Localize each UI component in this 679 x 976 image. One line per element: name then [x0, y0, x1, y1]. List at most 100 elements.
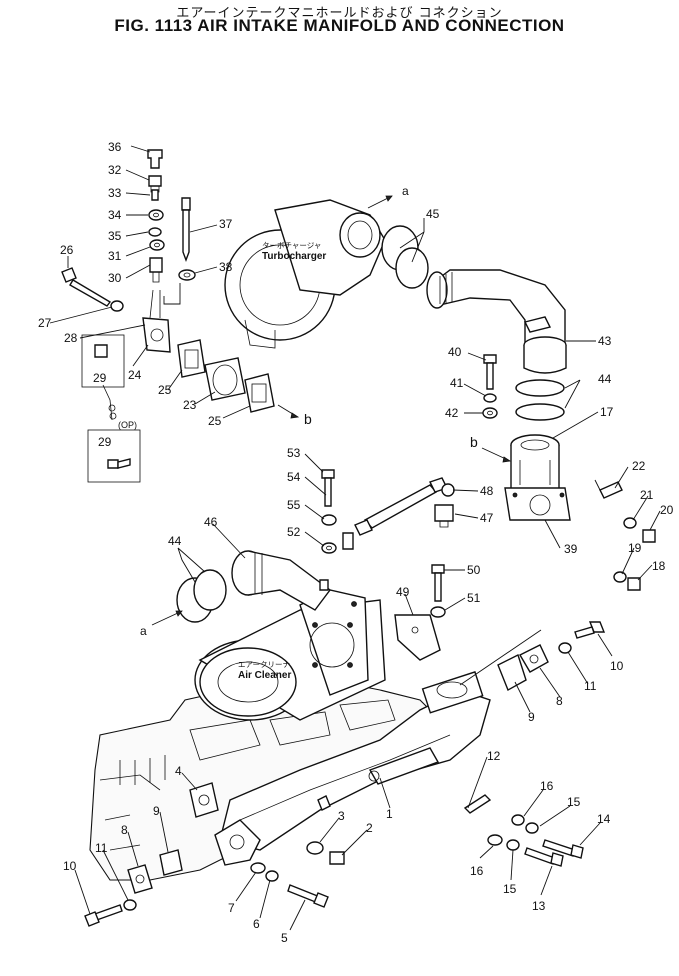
- label-6: 6: [253, 917, 260, 931]
- label-45: 45: [426, 207, 440, 221]
- bolt-50: [431, 564, 445, 602]
- pin-33: [151, 189, 159, 201]
- washer-19: [613, 571, 627, 583]
- gasket-4: [189, 782, 219, 818]
- o-ring-3: [306, 841, 324, 855]
- bracket-24: [142, 289, 171, 353]
- figure-title-japanese: エアーインテークマニホールドおよび コネクション: [176, 6, 503, 21]
- label-42: 42: [445, 406, 459, 420]
- label-30: 30: [108, 271, 122, 285]
- bolt-40: [483, 354, 497, 390]
- label-41: 41: [450, 376, 464, 390]
- turbocharger-label-jp: ターボチャージャ: [262, 241, 321, 250]
- label-43: 43: [598, 334, 612, 348]
- label-12: 12: [487, 749, 501, 763]
- bolt-26: [61, 267, 112, 307]
- intake-manifold: [214, 671, 491, 866]
- plug-18: [627, 577, 641, 591]
- label-20: 20: [660, 503, 674, 517]
- callout-box-29-option: (OP): [87, 420, 141, 483]
- bolt-53: [321, 469, 335, 507]
- reference-arrows: a b b a: [140, 184, 512, 638]
- fitting-36: [147, 149, 163, 169]
- label-32: 32: [108, 163, 122, 177]
- figure-title: FIG. 1113 AIR INTAKE MANIFOLD AND CONNEC…: [114, 16, 565, 35]
- washer-15-lower: [506, 839, 520, 851]
- label-21: 21: [640, 488, 654, 502]
- label-13: 13: [532, 899, 546, 913]
- elbow-connector-17: [504, 434, 571, 521]
- washer-11-right: [558, 642, 572, 654]
- bolt-14: [542, 839, 584, 859]
- connection-elbow-43: [426, 269, 567, 374]
- hose-46: [231, 550, 331, 611]
- washer-38: [178, 269, 196, 281]
- turbocharger-label: Turbocharger: [262, 251, 326, 262]
- o-rings-44-lower: [176, 569, 227, 623]
- label-53: 53: [287, 446, 301, 460]
- label-31: 31: [108, 249, 122, 263]
- bolt-5: [287, 884, 329, 908]
- washer-21: [623, 517, 637, 529]
- seal-35: [148, 227, 162, 237]
- label-9-right: 9: [528, 710, 535, 724]
- washer-41: [483, 393, 497, 403]
- label-24: 24: [128, 368, 142, 382]
- label-5: 5: [281, 931, 288, 945]
- washer-51: [430, 606, 446, 618]
- bolt-10-right: [574, 621, 606, 639]
- label-16-lower: 16: [470, 864, 484, 878]
- air-cleaner-label-jp: エアークリーナ: [238, 660, 290, 669]
- label-19: 19: [628, 541, 642, 555]
- ref-a-upper: a: [402, 184, 409, 198]
- spacer-12: [463, 794, 492, 814]
- gasket-9-right: [497, 654, 527, 691]
- ref-a-lower: a: [140, 624, 147, 638]
- plug-2: [329, 851, 345, 865]
- leader-lines: [49, 145, 661, 931]
- label-51: 51: [467, 591, 481, 605]
- bolt-10-left: [84, 904, 123, 927]
- ref-b-lower: b: [304, 411, 312, 427]
- label-22: 22: [632, 459, 646, 473]
- connector-30: [149, 257, 163, 283]
- label-52: 52: [287, 525, 301, 539]
- label-11-right: 11: [584, 679, 597, 693]
- label-38: 38: [219, 260, 233, 274]
- label-49: 49: [396, 585, 410, 599]
- washer-52: [321, 542, 337, 554]
- bolt-13: [524, 847, 564, 867]
- label-47: 47: [480, 511, 494, 525]
- connector-23: [204, 357, 246, 401]
- label-26: 26: [60, 243, 74, 257]
- gasket-25-lower: [244, 373, 275, 413]
- label-8-right: 8: [556, 694, 563, 708]
- label-50: 50: [467, 563, 481, 577]
- option-tag: (OP): [118, 420, 137, 430]
- label-11-left: 11: [95, 841, 108, 855]
- o-rings-44: [515, 379, 565, 421]
- fitting-47: [434, 504, 454, 528]
- label-15-lower: 15: [503, 882, 517, 896]
- washer-34: [148, 209, 164, 221]
- label-33: 33: [108, 186, 122, 200]
- label-48: 48: [480, 484, 494, 498]
- label-54: 54: [287, 470, 301, 484]
- bracket-49: [394, 614, 441, 661]
- gasket-9-left: [159, 849, 183, 876]
- label-8-left: 8: [121, 823, 128, 837]
- label-23: 23: [183, 398, 197, 412]
- gasket-25-upper: [177, 339, 206, 378]
- label-36: 36: [108, 140, 122, 154]
- cover-plate-8-left: [127, 864, 153, 894]
- label-1: 1: [386, 807, 393, 821]
- pipe-stub-54: [319, 579, 329, 591]
- washer-6: [265, 870, 279, 882]
- callout-box-29: [81, 334, 125, 421]
- label-44-upper: 44: [598, 372, 612, 386]
- label-39: 39: [564, 542, 578, 556]
- label-55: 55: [287, 498, 301, 512]
- washer-16-lower: [487, 834, 503, 846]
- label-10-right: 10: [610, 659, 624, 673]
- label-46: 46: [204, 515, 218, 529]
